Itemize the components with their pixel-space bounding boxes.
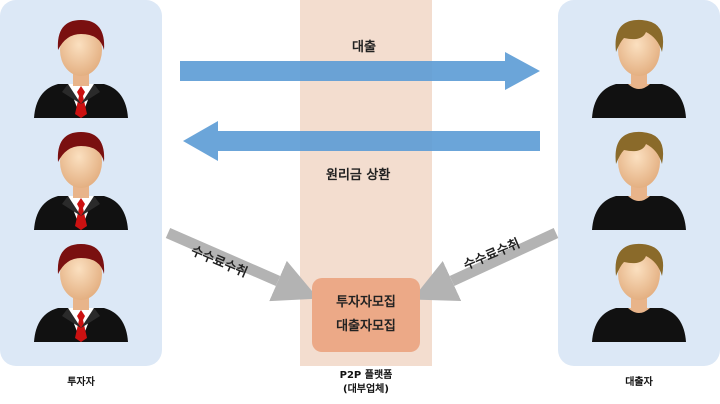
repayment-arrow <box>183 121 540 161</box>
investor-fee-arrow <box>165 227 319 302</box>
platform-caption: P2P 플랫폼 (대부업체) <box>300 369 432 397</box>
platform-caption-line1: P2P 플랫폼 <box>339 370 393 381</box>
loan-arrow <box>180 52 540 90</box>
investor-caption: 투자자 <box>67 377 95 388</box>
platform-line-borrowers: 대출자모집 <box>336 319 396 334</box>
platform-line-investors: 투자자모집 <box>336 295 396 310</box>
borrower-caption: 대출자 <box>625 377 653 388</box>
borrower-fee-arrow <box>412 228 559 301</box>
repayment-label: 원리금 상환 <box>326 168 391 183</box>
loan-label: 대출 <box>352 40 376 55</box>
platform-box: 투자자모집 대출자모집 <box>312 278 420 352</box>
platform-caption-line2: (대부업체) <box>343 384 389 395</box>
